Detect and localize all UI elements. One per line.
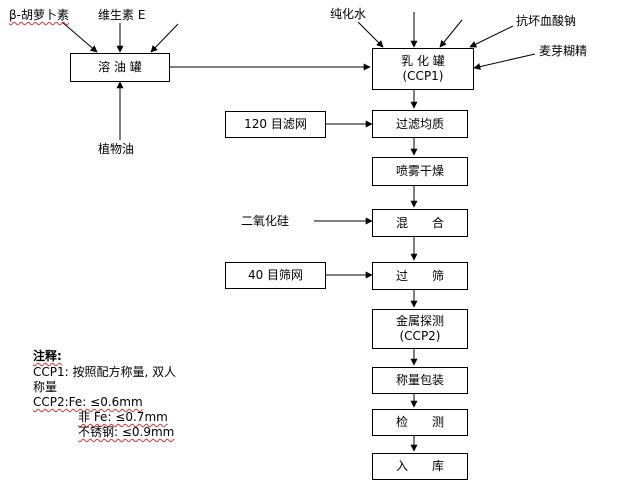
box-oil-tank: 溶 油 罐	[70, 53, 170, 82]
emulsify-ccp: (CCP1)	[402, 69, 444, 83]
note-ccp2-line1: CCP2:Fe: ≤0.6mm	[33, 395, 176, 410]
label-maltodextrin: 麦芽糊精	[539, 44, 588, 58]
label-silicon-dioxide: 二氧化硅	[241, 214, 290, 228]
metal-detect-ccp: (CCP2)	[399, 329, 441, 343]
notes-block: 注释: CCP1: 按照配方称量, 双人 称量 CCP2:Fe: ≤0.6mm …	[33, 349, 176, 440]
arrow-beta-carotene	[61, 21, 98, 53]
label-vegetable-oil: 植物油	[98, 142, 135, 156]
text-beta-carotene: β-胡萝卜素	[9, 8, 69, 22]
arrow-pure-water	[357, 21, 384, 48]
box-filter-homogenize: 过滤均质	[372, 110, 468, 138]
box-sieve: 过 筛	[372, 262, 468, 290]
box-spray-dry: 喷雾干燥	[372, 157, 468, 186]
notes-title-text: 注释:	[33, 349, 62, 363]
arrow-top-right-oil	[150, 23, 179, 53]
label-vitamin-e: 维生素 E	[98, 8, 146, 22]
arrow-top-right	[439, 19, 463, 48]
label-pure-water: 纯化水	[330, 7, 367, 21]
box-emulsify-tank: 乳 化 罐 (CCP1)	[372, 48, 474, 90]
emulsify-name: 乳 化 罐	[401, 54, 445, 68]
label-beta-carotene: β-胡萝卜素	[9, 8, 69, 22]
note-ccp2-line2-text: 非 Fe: ≤0.7mm	[78, 410, 168, 424]
note-ccp2-line3: 不锈钢: ≤0.9mm	[33, 425, 176, 440]
box-mix: 混 合	[372, 209, 468, 237]
metal-detect-name: 金属探测	[395, 314, 444, 328]
box-inspect: 检 测	[372, 409, 468, 436]
box-mesh-40: 40 目筛网	[225, 262, 326, 289]
note-ccp2-line2: 非 Fe: ≤0.7mm	[33, 410, 176, 425]
note-ccp2-line1-text: CCP2:Fe: ≤0.6mm	[33, 395, 143, 409]
box-weigh-pack: 称量包装	[372, 367, 468, 394]
label-sodium-ascorbate: 抗坏血酸钠	[516, 14, 577, 28]
notes-title: 注释:	[33, 349, 176, 364]
arrow-maltodextrin	[473, 53, 536, 71]
note-ccp1-line2: 称量	[33, 380, 58, 394]
box-mesh-120: 120 目滤网	[225, 111, 326, 138]
box-warehouse: 入 库	[372, 453, 468, 480]
box-metal-detect: 金属探测 (CCP2)	[372, 309, 468, 349]
note-ccp2-line3-text: 不锈钢: ≤0.9mm	[78, 425, 175, 439]
note-ccp1-line1: CCP1: 按照配方称量, 双人	[33, 365, 177, 379]
arrow-sodium-ascorbate	[469, 25, 514, 48]
